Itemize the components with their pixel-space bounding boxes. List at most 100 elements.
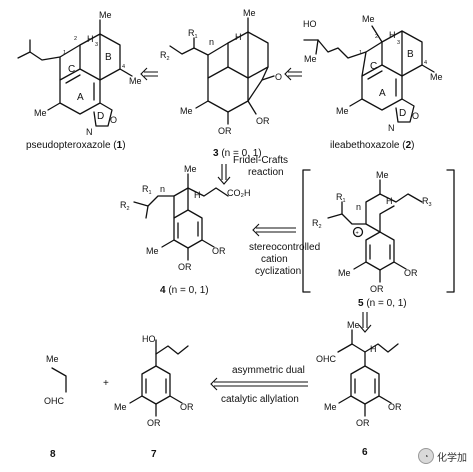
c3-hydrogen: H: [235, 32, 242, 42]
c1-ring-c: C: [68, 64, 75, 75]
c1-locant-1: 1: [63, 50, 66, 56]
c1-aryl-methyl: Me: [34, 108, 47, 118]
c4-or-bottom: OR: [178, 262, 192, 272]
c5-or-right: OR: [404, 268, 418, 278]
retro-arrow-6-to-7-8: [210, 377, 308, 391]
c1-ring-b: B: [105, 52, 112, 63]
c4-hydrogen: H: [194, 190, 201, 200]
c4-or-right: OR: [212, 246, 226, 256]
c5-r2: R2: [312, 218, 322, 230]
c6-hydrogen: H: [370, 344, 377, 354]
c5-aryl-methyl: Me: [338, 268, 351, 278]
compound-7-structure: [129, 339, 189, 417]
compound-5-bracket: [302, 169, 455, 293]
c4-r1: R1: [142, 184, 152, 196]
c2-ring-a: A: [379, 88, 386, 99]
c3-r2: R2: [160, 50, 170, 62]
c1-oxazole-o: O: [110, 115, 117, 125]
c2-locant-4: 4: [424, 60, 427, 66]
c2-oxazole-n: N: [388, 123, 395, 133]
allylation-label-2: catalytic allylation: [221, 394, 299, 405]
compound-7-caption: 7: [151, 449, 157, 460]
cation-label-3: cyclization: [255, 266, 301, 277]
c6-methyl: Me: [347, 320, 360, 330]
c7-aryl-methyl: Me: [114, 402, 127, 412]
c6-aldehyde: OHC: [316, 354, 337, 364]
c2-ring-c: C: [370, 61, 377, 72]
c4-r2: R2: [120, 200, 130, 212]
c1-hydrogen: H: [87, 34, 94, 44]
c4-methyl: Me: [184, 164, 197, 174]
c6-aryl-methyl: Me: [324, 402, 337, 412]
c2-me-left: Me: [304, 54, 317, 64]
c4-aryl-methyl: Me: [146, 246, 159, 256]
c7-hydroxyl: HO: [142, 334, 156, 344]
retro-arrow-6-to-5: [358, 312, 372, 333]
c1-ring-d: D: [97, 111, 104, 122]
c5-r3: R3: [422, 196, 432, 208]
c2-aryl-methyl: Me: [336, 106, 349, 116]
c2-hydrogen: H: [389, 30, 396, 40]
c1-locant-4: 4: [122, 64, 125, 70]
c2-ring-b: B: [407, 49, 414, 60]
c2-ring-methyl: Me: [430, 72, 443, 82]
c1-locant-2: 2: [74, 36, 77, 42]
c2-locant-2: 2: [375, 34, 378, 40]
c8-methyl: Me: [46, 354, 59, 364]
c2-ring-d: D: [399, 108, 406, 119]
compound-8-caption: 8: [50, 449, 56, 460]
chat-bubble-icon: ◔: [418, 448, 434, 464]
c7-or-bottom: OR: [147, 418, 161, 428]
compound-4-structure: [133, 173, 229, 261]
c5-hydrogen: H: [386, 196, 393, 206]
plus-sign: +: [103, 378, 109, 389]
c4-n-label: n: [160, 184, 165, 194]
c3-n-label: n: [209, 37, 214, 47]
compound-1-caption: pseudopteroxazole (1): [26, 140, 126, 151]
c6-or-bottom: OR: [356, 418, 370, 428]
allylation-label-1: asymmetric dual: [232, 365, 305, 376]
retro-arrow-3-to-1: [140, 67, 158, 81]
c8-aldehyde: OHC: [44, 396, 65, 406]
friedel-crafts-label-1: Fridel-Crafts: [233, 155, 288, 166]
watermark-text: 化学加: [437, 452, 467, 464]
retro-arrow-5-to-4: [252, 223, 296, 237]
compound-6-structure: [337, 329, 399, 417]
c3-r1: R1: [188, 28, 198, 40]
c1-locant-3: 3: [95, 42, 98, 48]
c1-ring-a: A: [77, 92, 84, 103]
compound-6-caption: 6: [362, 447, 368, 458]
c3-or-right: OR: [256, 116, 270, 126]
compound-3-caption: 3 (n = 0, 1): [213, 148, 262, 159]
c5-cation-circle: [352, 226, 364, 238]
c5-methyl: Me: [376, 170, 389, 180]
c2-methyl-top: Me: [362, 14, 375, 24]
c5-cation-sign: +: [356, 231, 359, 237]
friedel-crafts-label-2: reaction: [248, 167, 284, 178]
c4-carboxylic-acid: CO₂H: [227, 188, 251, 198]
c6-or-right: OR: [388, 402, 402, 412]
c2-locant-3: 3: [397, 40, 400, 46]
compound-4-caption: 4 (n = 0, 1): [160, 285, 209, 296]
compound-2-structure: [303, 25, 435, 123]
c3-methyl: Me: [243, 8, 256, 18]
c1-ring-methyl: Me: [129, 76, 142, 86]
watermark: ◔ 化学加: [418, 448, 467, 464]
c2-hydroxyl: HO: [303, 19, 317, 29]
c2-locant-1: 1: [359, 50, 362, 56]
cation-label-2: cation: [261, 254, 288, 265]
c1-methyl: Me: [99, 10, 112, 20]
c2-oxazole-o: O: [412, 111, 419, 121]
c1-oxazole-n: N: [86, 127, 93, 137]
c3-aryl-methyl: Me: [180, 106, 193, 116]
compound-5-caption: 5 (n = 0, 1): [358, 298, 407, 309]
compound-2-caption: ileabethoxazole (2): [330, 140, 415, 151]
retro-arrow-2-to-3: [284, 67, 302, 81]
retro-arrow-4-to-3: [217, 164, 231, 185]
c5-r1: R1: [336, 192, 346, 204]
compound-1-structure: [17, 19, 133, 127]
c5-n-label: n: [356, 202, 361, 212]
cation-label-1: stereocontrolled: [249, 242, 320, 253]
compound-3-structure: [169, 17, 275, 125]
